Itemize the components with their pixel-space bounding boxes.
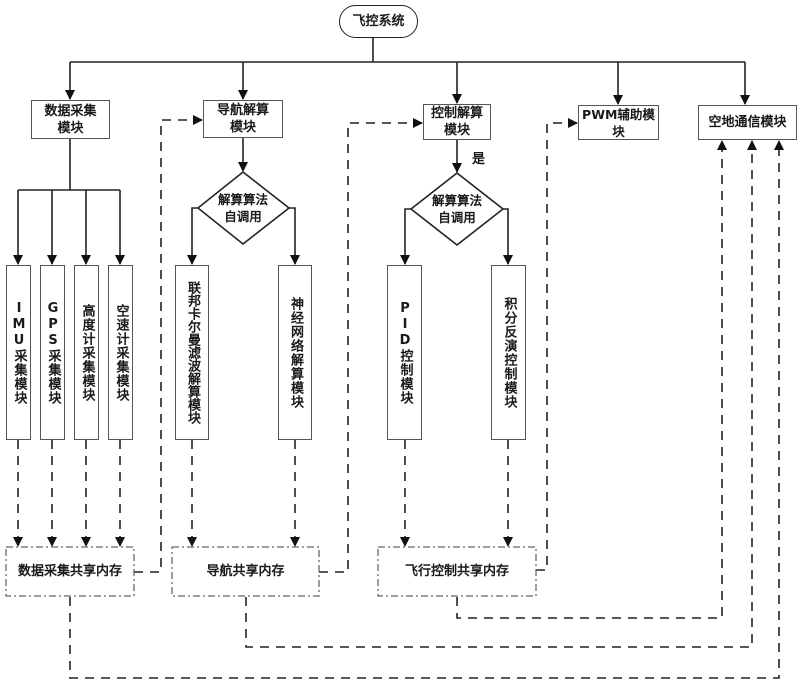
nav-memory-label: 导航共享内存 xyxy=(206,564,285,579)
flight-memory-label: 飞行控制共享内存 xyxy=(404,564,509,579)
altimeter-acq-label: 高度计采集模块 xyxy=(79,303,95,402)
neural-net-label: 神经网络解算模块 xyxy=(288,296,303,409)
nav-left-branch-arrow xyxy=(187,207,198,265)
control-decision-label: 解算算法 自调用 xyxy=(431,193,482,225)
airspeed-acq-module: 空速计采集模块 xyxy=(108,265,133,440)
altimeter-acq-module: 高度计采集模块 xyxy=(74,265,99,440)
air-ground-comm-module-label: 空地通信模块 xyxy=(708,115,787,130)
data-mem-to-nav-arrow xyxy=(134,115,203,573)
control-solve-module: 控制解算 模块 xyxy=(423,104,491,140)
control-left-branch-arrow xyxy=(400,208,411,265)
nav-decision-label: 解算算法 自调用 xyxy=(217,192,268,224)
air-ground-comm-module: 空地通信模块 xyxy=(698,105,797,140)
nav-memory-border xyxy=(171,546,320,597)
data-acq-memory-label: 数据采集共享内存 xyxy=(17,564,122,579)
control-solve-module-label: 控制解算 模块 xyxy=(430,106,483,138)
control-right-branch-arrow xyxy=(503,208,513,265)
nav-right-branch-arrow xyxy=(289,207,300,265)
airspeed-acq-label: 空速计采集模块 xyxy=(113,303,129,402)
pid-control-label: PID控制模块 xyxy=(397,300,413,405)
nav-mem-to-comm-arrow xyxy=(245,140,757,648)
data-acq-memory-border xyxy=(5,546,135,597)
imu-acq-module: IMU采集模块 xyxy=(6,265,31,440)
flight-memory-border xyxy=(377,546,537,597)
flight-mem-to-pwm-arrow xyxy=(536,118,578,571)
gps-acq-label: GPS采集模块 xyxy=(45,300,61,405)
flight-ctrl-shared-memory: 飞行控制共享内存 xyxy=(378,547,536,596)
yes-label: 是 xyxy=(472,152,486,167)
pwm-aux-module-label: PWM辅助模块 xyxy=(582,106,655,139)
data-acq-module: 数据采集 模块 xyxy=(31,100,110,139)
flight-control-system-root: 飞控系统 xyxy=(339,5,418,38)
gps-acq-module: GPS采集模块 xyxy=(40,265,65,440)
control-decision-diamond xyxy=(409,171,505,247)
nav-solve-module: 导航解算 模块 xyxy=(203,100,283,138)
data-mem-to-comm-arrow xyxy=(69,140,784,679)
federated-kalman-label: 联邦卡尔曼滤波解算模块 xyxy=(185,281,200,424)
neural-net-module: 神经网络解算模块 xyxy=(278,265,312,440)
root-label: 飞控系统 xyxy=(352,14,405,29)
pid-control-module: PID控制模块 xyxy=(387,265,422,440)
data-acq-module-label: 数据采集 模块 xyxy=(44,103,97,136)
pwm-aux-module: PWM辅助模块 xyxy=(578,105,659,140)
imu-acq-label: IMU采集模块 xyxy=(11,300,27,405)
federated-kalman-module: 联邦卡尔曼滤波解算模块 xyxy=(175,265,209,440)
data-acq-shared-memory: 数据采集共享内存 xyxy=(6,547,134,596)
integral-inversion-label: 积分反演控制模块 xyxy=(501,296,517,409)
nav-decision-diamond xyxy=(196,170,291,246)
nav-shared-memory: 导航共享内存 xyxy=(172,547,319,596)
nav-solve-module-label: 导航解算 模块 xyxy=(216,103,269,135)
nav-mem-to-control-arrow xyxy=(319,118,423,573)
integral-inversion-module: 积分反演控制模块 xyxy=(491,265,526,440)
